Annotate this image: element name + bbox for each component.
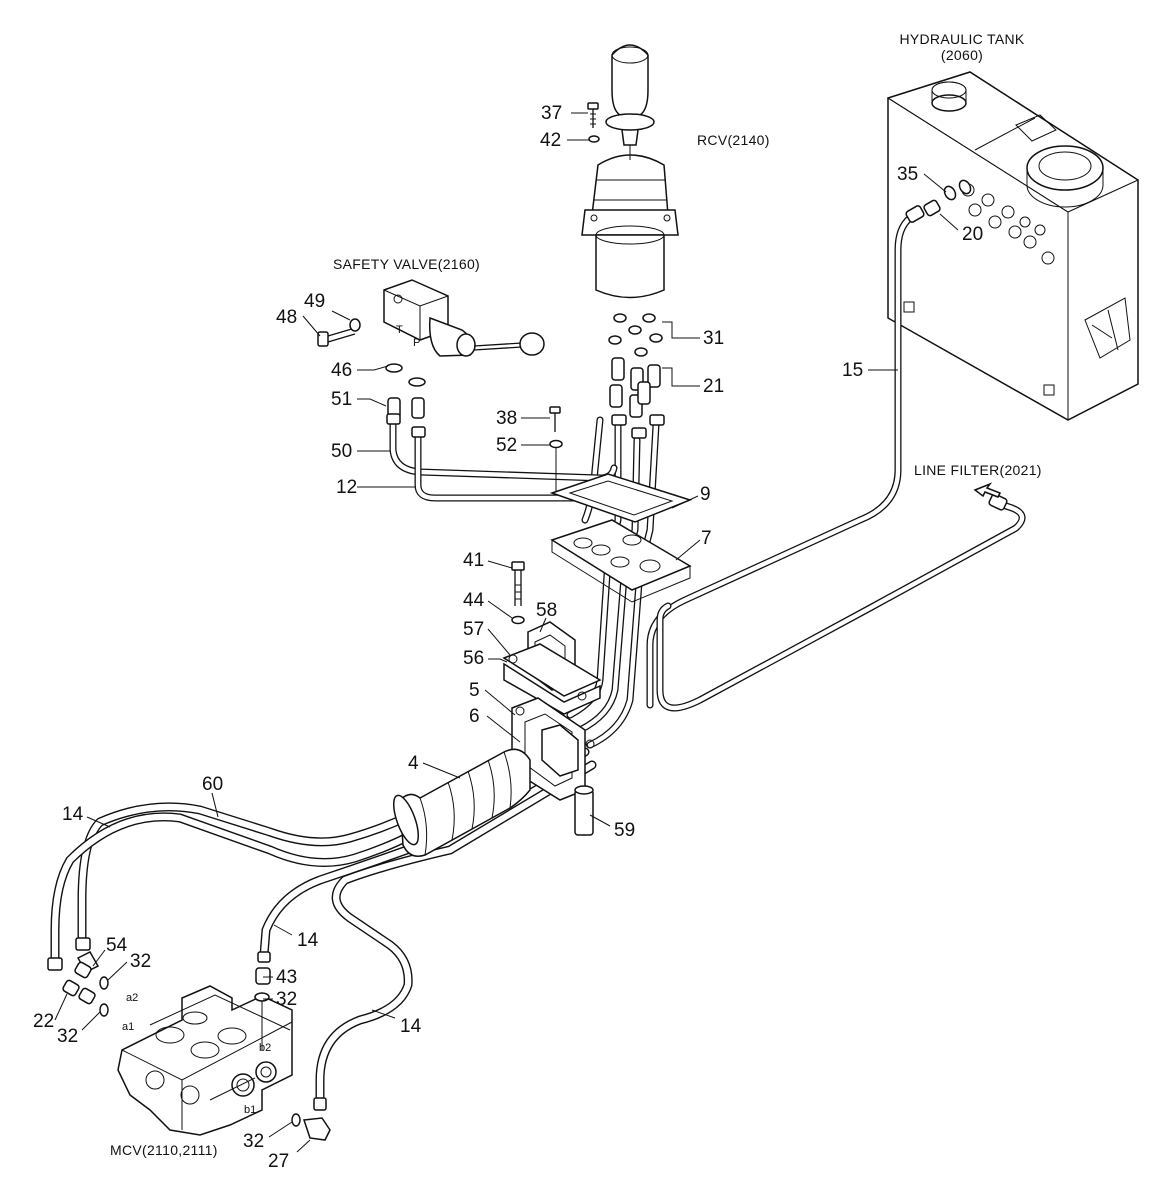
rcv-control-valve [581, 44, 679, 299]
callout-15: 15 [842, 360, 863, 381]
callout-49: 49 [304, 291, 325, 312]
tank-fittings [905, 179, 972, 223]
callout-37: 37 [541, 103, 562, 124]
callout-32-a: 32 [130, 951, 151, 972]
bolt-38 [549, 406, 561, 432]
mcv-fittings [47, 937, 331, 1141]
plate-56-57 [502, 643, 602, 715]
oring-46-a [385, 363, 403, 373]
mcv-control-valve: a1 a2 b1 b2 [117, 985, 293, 1136]
washer-49 [349, 318, 361, 332]
callout-6: 6 [469, 706, 480, 727]
port-b2-label: b2 [259, 1042, 271, 1054]
callout-7: 7 [701, 528, 712, 549]
port-a2-label: a2 [126, 992, 138, 1004]
callout-32-b: 32 [276, 989, 297, 1010]
safety-valve-label: SAFETY VALVE(2160) [333, 256, 480, 272]
port-a1-label: a1 [122, 1021, 134, 1033]
mcv-label: MCV(2110,2111) [110, 1142, 218, 1158]
safety-valve: T P [383, 279, 545, 357]
callout-54: 54 [106, 935, 128, 956]
hydraulic-tank-label: HYDRAULIC TANK [899, 31, 1024, 47]
rcv-fittings [608, 313, 665, 439]
callout-56: 56 [463, 648, 484, 669]
hydraulic-tank-code: (2060) [941, 47, 983, 63]
callout-31: 31 [703, 328, 724, 349]
hose-15-return-line [646, 214, 914, 709]
callout-58: 58 [536, 600, 557, 621]
leader-lines [54, 112, 959, 1153]
callout-46: 46 [331, 360, 352, 381]
callout-52: 52 [496, 435, 517, 456]
callout-12: 12 [336, 477, 357, 498]
line-filter-label: LINE FILTER(2021) [914, 462, 1042, 478]
callout-59: 59 [614, 820, 635, 841]
callout-14-c: 14 [400, 1016, 422, 1037]
washer-44 [511, 615, 525, 625]
bolt-41 [511, 561, 525, 606]
callout-numbers: 37 42 35 20 15 31 21 49 48 46 51 50 12 3… [33, 103, 983, 1172]
callout-4: 4 [408, 753, 419, 774]
callout-21: 21 [703, 376, 724, 397]
callout-48: 48 [276, 307, 297, 328]
base-plate-7 [550, 519, 692, 603]
callout-60: 60 [202, 774, 223, 795]
callout-20: 20 [962, 224, 983, 245]
callout-32-d: 32 [243, 1131, 264, 1152]
washer-42 [588, 135, 600, 143]
pipe-12-end [411, 426, 426, 438]
callout-14-a: 14 [62, 804, 84, 825]
callout-14-b: 14 [297, 930, 319, 951]
rcv-label: RCV(2140) [697, 132, 770, 148]
callout-44: 44 [463, 590, 485, 611]
callout-41: 41 [463, 550, 484, 571]
hose-line-filter [656, 501, 1026, 712]
tank-port-plugs [961, 183, 1055, 265]
bolt-37 [587, 102, 599, 128]
callout-35: 35 [897, 164, 918, 185]
washer-52 [549, 439, 563, 449]
callout-38: 38 [496, 408, 517, 429]
spiral-protector-4 [392, 748, 531, 857]
callout-5: 5 [469, 680, 480, 701]
connector-51-b [411, 397, 425, 419]
hydraulic-tank [886, 71, 1140, 421]
callout-32-c: 32 [57, 1026, 78, 1047]
callout-27: 27 [268, 1151, 289, 1172]
oring-46-b [408, 377, 426, 387]
port-p-label: P [413, 337, 420, 349]
bolt-48 [317, 327, 356, 347]
port-t-label: T [396, 324, 403, 336]
callout-43: 43 [276, 967, 297, 988]
port-b1-label: b1 [244, 1104, 256, 1116]
callout-50: 50 [331, 441, 352, 462]
callout-57: 57 [463, 619, 484, 640]
callout-22: 22 [33, 1011, 54, 1032]
spacer-59 [574, 785, 594, 836]
pipe-50-end [386, 413, 401, 425]
callout-9: 9 [700, 484, 711, 505]
gasket-plate-9 [549, 473, 693, 523]
callout-42: 42 [540, 130, 561, 151]
callout-51: 51 [331, 389, 352, 410]
line-filter-fitting [973, 482, 1008, 511]
